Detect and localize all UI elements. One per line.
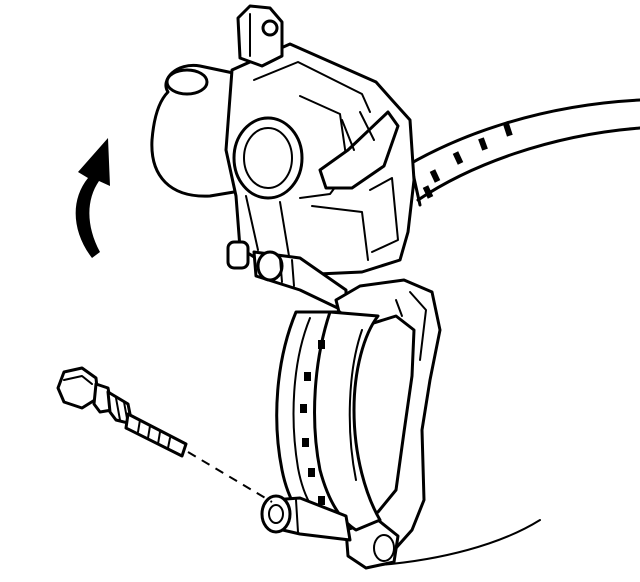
pad-wear-tabs	[300, 340, 325, 505]
rotor-vents	[422, 123, 513, 199]
lower-guide-pin	[260, 494, 352, 542]
bolt-icon	[56, 366, 188, 458]
alignment-line	[187, 451, 273, 503]
caliper-housing	[150, 4, 416, 276]
rotation-arrow-icon	[75, 138, 110, 258]
upper-guide-pin	[226, 240, 348, 314]
